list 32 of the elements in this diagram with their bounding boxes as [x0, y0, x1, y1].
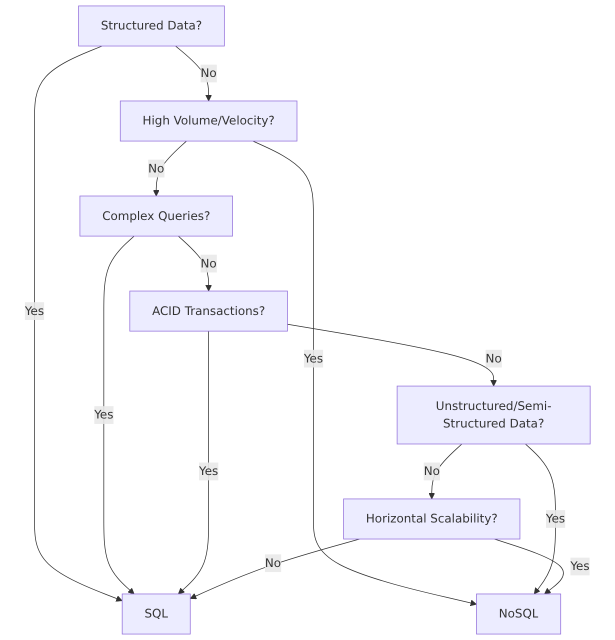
arrow [178, 330, 209, 594]
edge-label: Yes [546, 512, 566, 526]
edge-label: Yes [94, 408, 114, 422]
node-box: NoSQL [476, 594, 562, 634]
edge-label: No [486, 351, 502, 366]
edge-label: No [200, 66, 217, 80]
edge-label: Yes [570, 559, 590, 574]
arrow [103, 236, 134, 594]
arrow [525, 444, 556, 594]
edge-label: Yes [24, 304, 44, 318]
edge-label: Yes [199, 464, 218, 478]
node-box: High Volume/Velocity? [120, 100, 298, 142]
arrow [190, 538, 360, 600]
node-box: Structured Data? [78, 6, 225, 46]
edge-label: No [264, 556, 282, 570]
edge-label: Yes [304, 351, 324, 366]
arrow [34, 46, 122, 602]
node-box: Complex Queries? [80, 196, 233, 236]
arrow [252, 140, 477, 606]
arrow [428, 444, 462, 500]
edge-label: No [424, 464, 440, 478]
edge-label: No [200, 256, 217, 270]
edge-label: No [148, 161, 164, 176]
node-box: ACID Transactions? [129, 290, 288, 332]
arrow [175, 46, 212, 102]
node-box: Horizontal Scalability? [343, 498, 520, 540]
node-box: SQL [122, 594, 191, 634]
arrow [152, 140, 187, 196]
arrow [494, 538, 564, 594]
arrow [178, 236, 212, 292]
arrow [287, 324, 497, 386]
node-box: Unstructured/Semi-Structured Data? [396, 386, 591, 444]
